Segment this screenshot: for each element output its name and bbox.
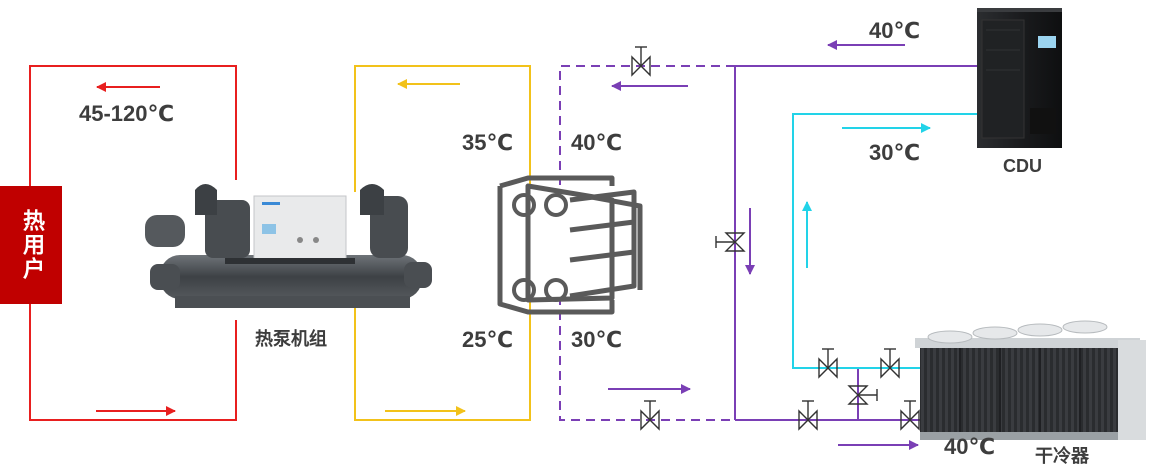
drycooler-temp: 40℃ xyxy=(944,434,996,459)
valve-bottom[interactable] xyxy=(640,400,660,431)
valve-cyan-1[interactable] xyxy=(818,348,838,379)
cdu-supply-temp: 30℃ xyxy=(869,140,921,165)
hx-right-top-temp: 40℃ xyxy=(571,130,623,155)
valve-top[interactable] xyxy=(631,46,651,77)
valve-cyan-2[interactable] xyxy=(880,348,900,379)
heat-pump-unit xyxy=(145,184,432,308)
hx-left-top-temp: 35℃ xyxy=(462,130,514,155)
hx-right-bottom-temp: 30℃ xyxy=(571,327,623,352)
valve-purple-2[interactable] xyxy=(900,400,920,431)
dry-cooler xyxy=(915,320,1146,440)
heat-pump-label: 热泵机组 xyxy=(255,329,327,350)
cyan-loop xyxy=(792,113,977,369)
cdu-cabinet xyxy=(977,8,1062,148)
valve-riser[interactable] xyxy=(847,385,878,405)
hot-loop-temp-label: 45-120℃ xyxy=(79,101,175,126)
hot-user-box: 热用户 xyxy=(0,186,62,304)
cdu-label: CDU xyxy=(1003,156,1042,176)
plate-heat-exchanger xyxy=(497,175,643,315)
cdu-return-temp: 40℃ xyxy=(869,18,921,43)
drycooler-label: 干冷器 xyxy=(1035,446,1089,467)
hx-left-bottom-temp: 25℃ xyxy=(462,327,514,352)
valve-bypass[interactable] xyxy=(715,232,746,252)
valve-purple-1[interactable] xyxy=(798,400,818,431)
purple-loop xyxy=(559,40,977,450)
